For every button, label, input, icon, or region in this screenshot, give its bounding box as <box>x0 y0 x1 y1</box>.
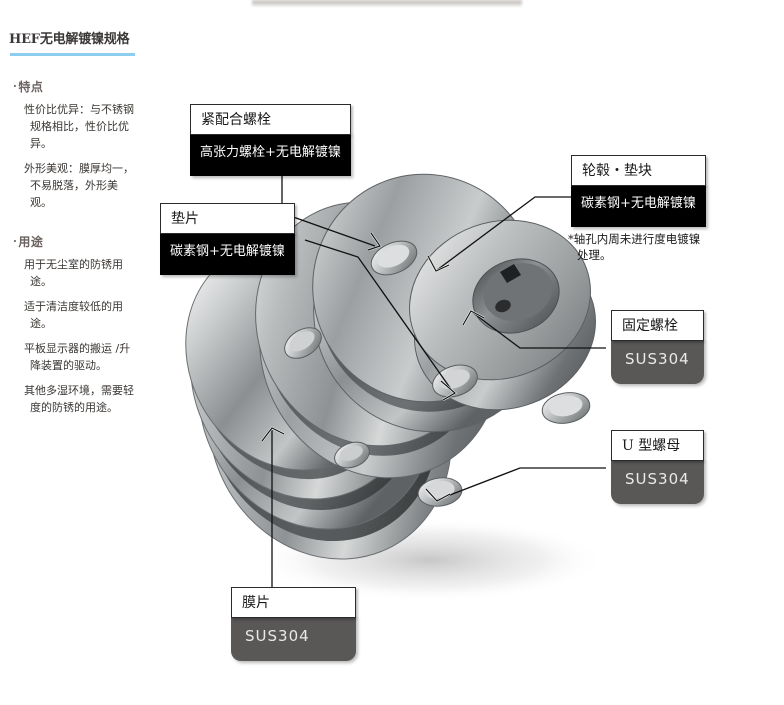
hex-bolt <box>541 392 591 424</box>
hex-bolts <box>284 240 591 507</box>
hex-bolt <box>370 240 418 276</box>
callout-material: 高张力螺栓+无电解镀镍 <box>190 134 351 176</box>
arrowhead <box>425 488 451 502</box>
sidebar: HEF无电解镀镍规格 ·特点 性价比优异：与不锈钢规格相比，性价比优异。 外形美… <box>0 28 165 424</box>
leader-set-bolt <box>471 311 606 349</box>
callout-material: SUS304 <box>611 340 704 384</box>
arrowhead <box>427 255 450 272</box>
list-item: 其他多湿环境，需要轻度的防锈的用途。 <box>24 384 134 414</box>
callout-material: SUS304 <box>231 617 356 661</box>
callout-material: 碳素钢+无电解镀镍 <box>571 185 706 227</box>
application-list: 用于无尘室的防锈用途。 适于清洁度较低的用途。 平板显示器的搬运 /升降装置的驱… <box>13 256 165 416</box>
section-heading-text: 用途 <box>18 235 44 249</box>
list-item: 性价比优异：与不锈钢规格相比，性价比优异。 <box>24 103 134 150</box>
section-applications: ·用途 用于无尘室的防锈用途。 适于清洁度较低的用途。 平板显示器的搬运 /升降… <box>13 233 165 416</box>
callout-fitting-bolt: 紧配合螺栓 高张力螺栓+无电解镀镍 <box>190 104 351 176</box>
bullet-marker: · <box>13 80 18 93</box>
callout-caption: U 型螺母 <box>611 430 704 461</box>
section-features: ·特点 性价比优异：与不锈钢规格相比，性价比优异。 外形美观：膜厚均一，不易脱落… <box>13 78 165 211</box>
arrowhead <box>462 310 485 326</box>
section-heading-applications: ·用途 <box>13 233 165 250</box>
callout-spacer: 垫片 碳素钢+无电解镀镍 <box>160 203 295 275</box>
callout-set-bolt: 固定螺栓 SUS304 <box>611 310 704 384</box>
page-title: HEF无电解镀镍规格 <box>9 32 130 47</box>
footnote-line-2: 处理。 <box>577 248 612 262</box>
callout-diaphragm: 膜片 SUS304 <box>231 587 356 661</box>
leader-u-nut <box>436 467 606 501</box>
keyway <box>500 264 521 283</box>
callout-caption: 膜片 <box>231 587 356 618</box>
callout-material: SUS304 <box>611 460 704 504</box>
top-decor-bar <box>252 0 522 7</box>
bullet-marker: · <box>13 235 18 248</box>
list-item: 用于无尘室的防锈用途。 <box>24 258 123 288</box>
arrowhead <box>440 380 457 401</box>
hex-bolt <box>334 441 370 469</box>
callout-hub-spacer-block: 轮毂・垫块 碳素钢+无电解镀镍 <box>571 155 706 227</box>
list-item: 外形美观：膜厚均一，不易脱落，外形美观。 <box>24 162 134 209</box>
list-item: 平板显示器的搬运 /升降装置的驱动。 <box>24 342 131 372</box>
hex-bolt <box>284 327 322 359</box>
list-item: 适于清洁度较低的用途。 <box>24 300 123 330</box>
callout-u-nut: U 型螺母 SUS304 <box>611 430 704 504</box>
title-underline <box>10 53 135 56</box>
footnote-line-1: *轴孔内周未进行度电镀镍 <box>568 232 701 246</box>
coupling-assembly <box>185 173 596 560</box>
leader-arrowheads-core <box>261 232 485 502</box>
section-heading-features: ·特点 <box>13 78 165 95</box>
leader-lines <box>271 173 606 592</box>
callout-caption: 垫片 <box>160 203 295 234</box>
leader-spacer <box>304 239 454 393</box>
callout-caption: 固定螺栓 <box>611 310 704 341</box>
section-heading-text: 特点 <box>18 80 44 94</box>
arrowhead <box>261 427 285 442</box>
set-screw-hole <box>495 299 511 313</box>
callout-caption: 轮毂・垫块 <box>571 155 706 186</box>
arrowhead <box>367 232 381 251</box>
feature-list: 性价比优异：与不锈钢规格相比，性价比优异。 外形美观：膜厚均一，不易脱落，外形美… <box>13 101 165 211</box>
callout-caption: 紧配合螺栓 <box>190 104 351 135</box>
callout-material: 碳素钢+无电解镀镍 <box>160 233 295 275</box>
footnote: *轴孔内周未进行度电镀镍 处理。 <box>568 231 733 263</box>
